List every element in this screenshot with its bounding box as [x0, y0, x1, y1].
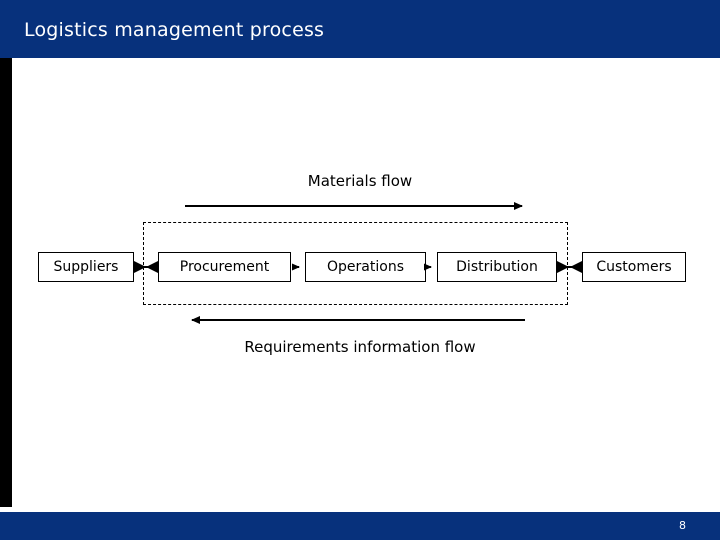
- slide-footer-band: [0, 512, 720, 540]
- left-accent-bar: [0, 58, 12, 507]
- slide-header-band: [0, 0, 720, 58]
- requirements-flow-label: Requirements information flow: [244, 338, 476, 356]
- node-suppliers[interactable]: Suppliers: [38, 252, 134, 282]
- connector-distribution-customers: [557, 261, 582, 273]
- internal-logistics-boundary: [143, 222, 568, 305]
- connector-layer: [134, 202, 582, 324]
- node-operations[interactable]: Operations: [305, 252, 426, 282]
- page-number: 8: [679, 519, 686, 532]
- materials-flow-label: Materials flow: [307, 172, 413, 190]
- logistics-process-diagram: Materials flow Suppliers Procurement Ope…: [0, 58, 720, 512]
- page-title: Logistics management process: [24, 19, 325, 41]
- node-distribution[interactable]: Distribution: [437, 252, 557, 282]
- connector-suppliers-procurement: [134, 261, 158, 273]
- node-customers[interactable]: Customers: [582, 252, 686, 282]
- node-procurement[interactable]: Procurement: [158, 252, 291, 282]
